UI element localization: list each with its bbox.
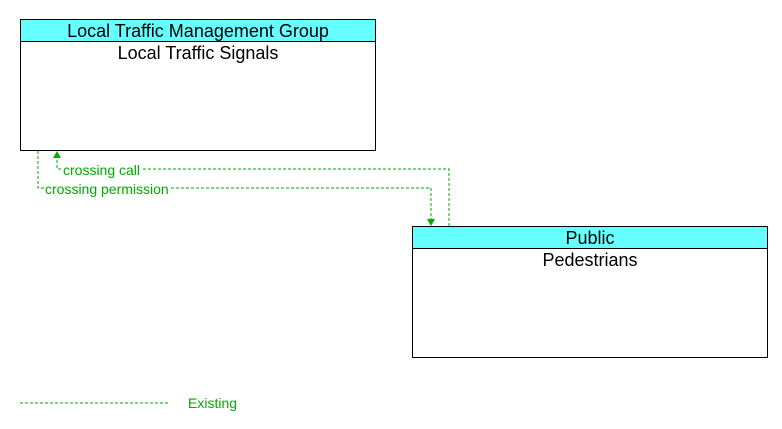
legend-existing-label: Existing <box>188 395 238 411</box>
node-group-header: Local Traffic Management Group <box>21 20 375 42</box>
node-pedestrians[interactable]: Public Pedestrians <box>412 226 768 358</box>
arrowhead-crossing-permission <box>427 219 435 226</box>
flow-line-crossing-permission[interactable] <box>37 151 432 219</box>
arrowhead-crossing-call <box>53 151 61 158</box>
flow-line-crossing-call[interactable] <box>56 157 450 226</box>
node-name: Pedestrians <box>542 250 638 270</box>
flow-label-crossing-permission: crossing permission <box>44 181 170 197</box>
flow-label-crossing-call: crossing call <box>62 162 142 178</box>
node-group-header: Public <box>413 227 767 249</box>
node-local-traffic-signals[interactable]: Local Traffic Management Group Local Tra… <box>20 19 376 151</box>
node-name: Local Traffic Signals <box>117 43 279 63</box>
